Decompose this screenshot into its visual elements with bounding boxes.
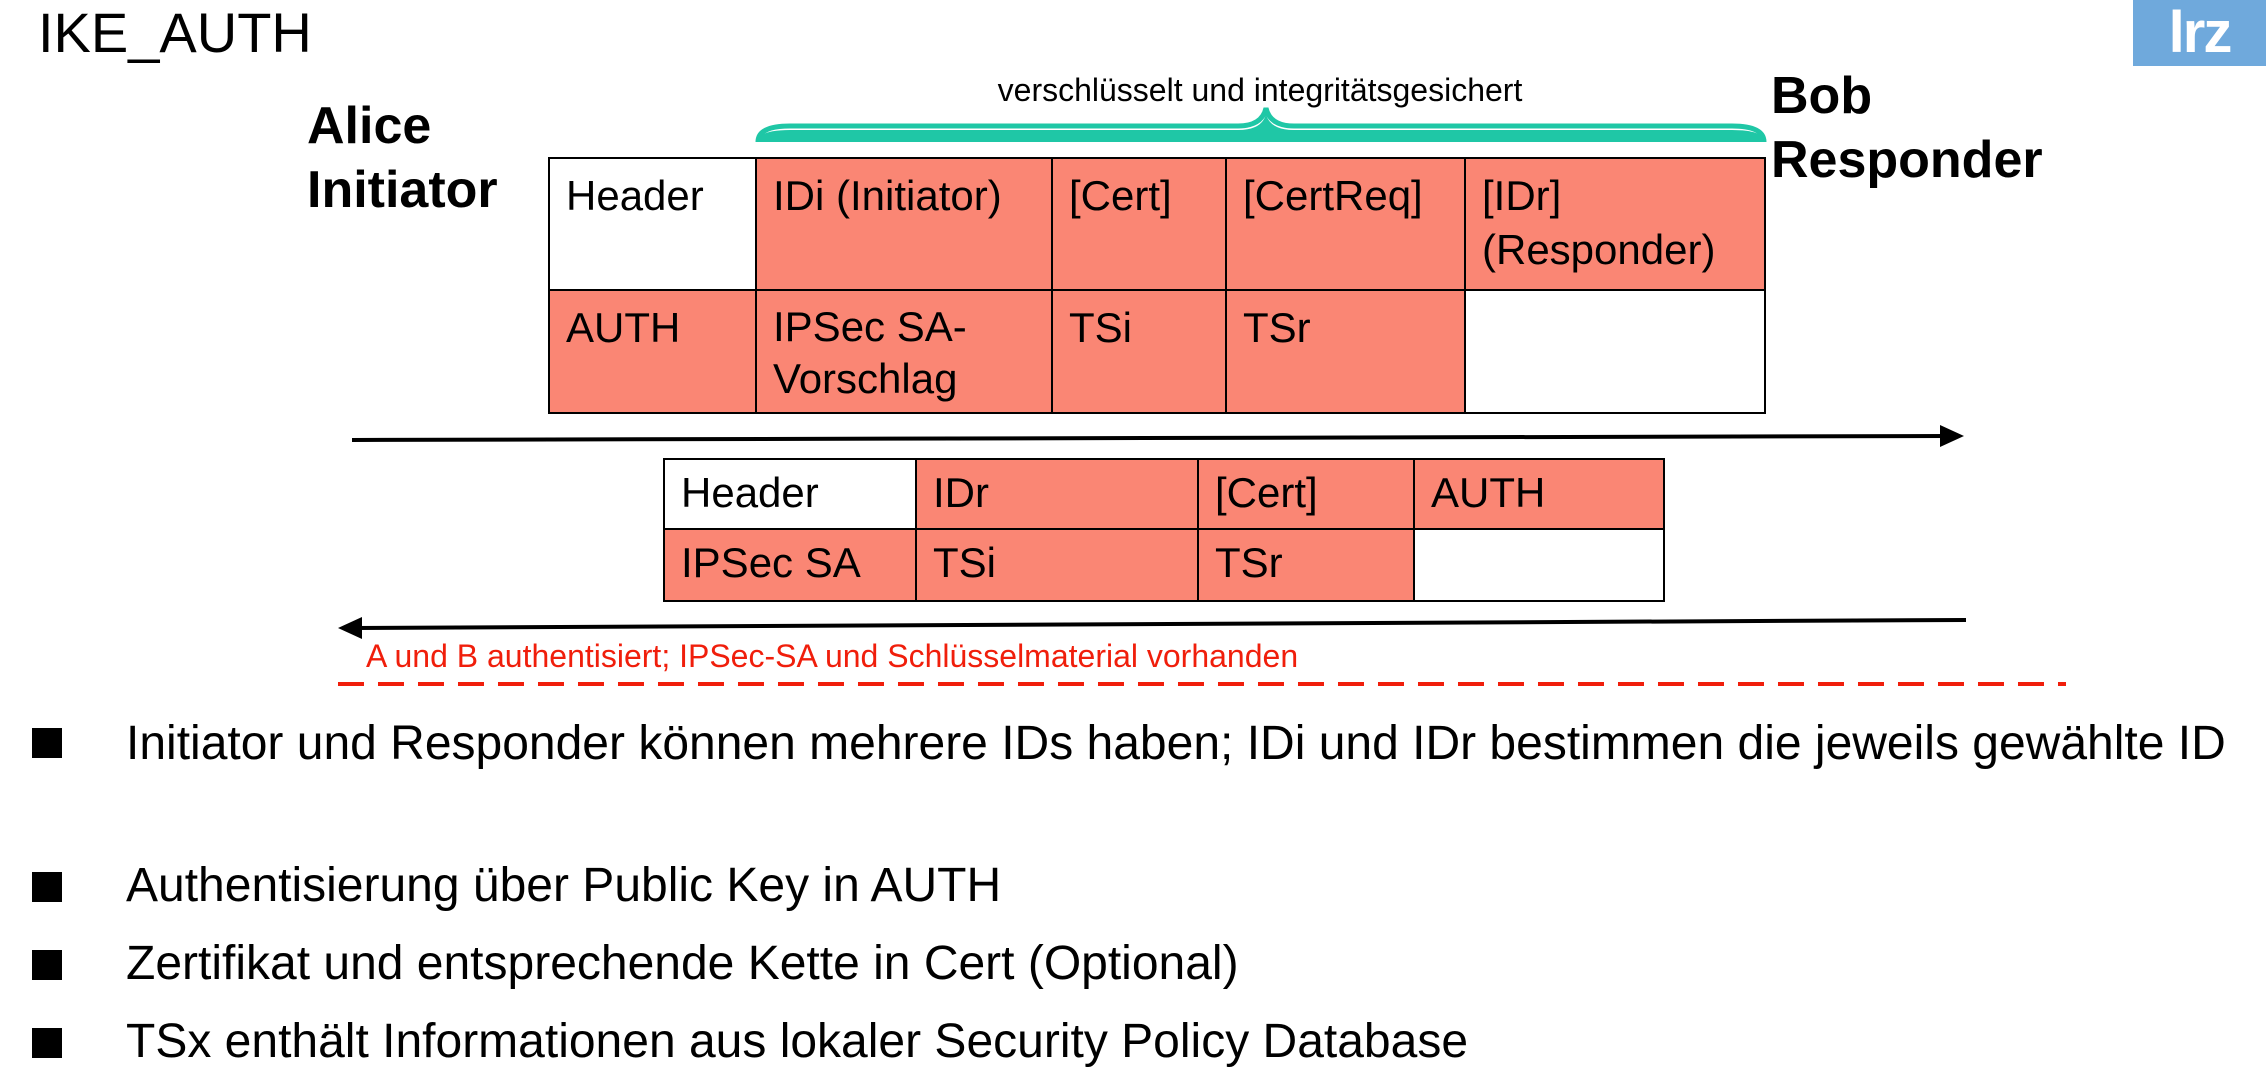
response-arrowhead xyxy=(338,617,362,639)
table-cell: Header xyxy=(548,157,757,291)
table-cell: IPSec SA xyxy=(663,528,917,602)
initiator-role: Initiator xyxy=(307,161,498,219)
responder-role: Responder xyxy=(1771,131,2043,189)
table-cell: TSi xyxy=(1051,289,1227,414)
lrz-logo: lrz xyxy=(2133,0,2266,66)
table-cell: TSr xyxy=(1225,289,1466,414)
square-bullet-icon xyxy=(32,872,62,902)
status-text: A und B authentisiert; IPSec-SA und Schl… xyxy=(366,638,1299,674)
list-item: Initiator und Responder können mehrere I… xyxy=(126,717,2226,770)
initiator-name: Alice xyxy=(307,97,432,155)
encryption-brace-fill xyxy=(758,114,1764,142)
table-cell: [Cert] xyxy=(1051,157,1227,291)
table-cell: AUTH xyxy=(1413,458,1665,530)
list-item: TSx enthält Informationen aus lokaler Se… xyxy=(126,1015,1469,1068)
encryption-brace xyxy=(755,107,1767,143)
square-bullet-icon xyxy=(32,950,62,980)
table-cell: Header xyxy=(663,458,917,530)
request-arrow-line xyxy=(351,434,1949,442)
table-cell: [IDr] (Responder) xyxy=(1464,157,1766,291)
responder-name: Bob xyxy=(1771,67,1873,125)
table-cell xyxy=(1413,528,1665,602)
table-cell: TSi xyxy=(915,528,1199,602)
table-cell: TSr xyxy=(1197,528,1415,602)
table-cell: [Cert] xyxy=(1197,458,1415,530)
page-title: IKE_AUTH xyxy=(38,1,312,64)
table-cell xyxy=(1464,289,1766,414)
encryption-brace-label: verschlüsselt und integritätsgesichert xyxy=(997,72,1523,108)
square-bullet-icon xyxy=(32,728,62,758)
square-bullet-icon xyxy=(32,1028,62,1058)
list-item: Zertifikat und entsprechende Kette in Ce… xyxy=(126,937,1239,990)
table-cell: AUTH xyxy=(548,289,757,414)
response-arrow-line xyxy=(355,618,1967,630)
request-arrowhead xyxy=(1940,425,1964,447)
table-cell: IPSec SA- Vorschlag xyxy=(755,289,1053,414)
table-cell: [CertReq] xyxy=(1225,157,1466,291)
list-item: Authentisierung über Public Key in AUTH xyxy=(126,859,1002,912)
table-cell: IDi (Initiator) xyxy=(755,157,1053,291)
table-cell: IDr xyxy=(915,458,1199,530)
